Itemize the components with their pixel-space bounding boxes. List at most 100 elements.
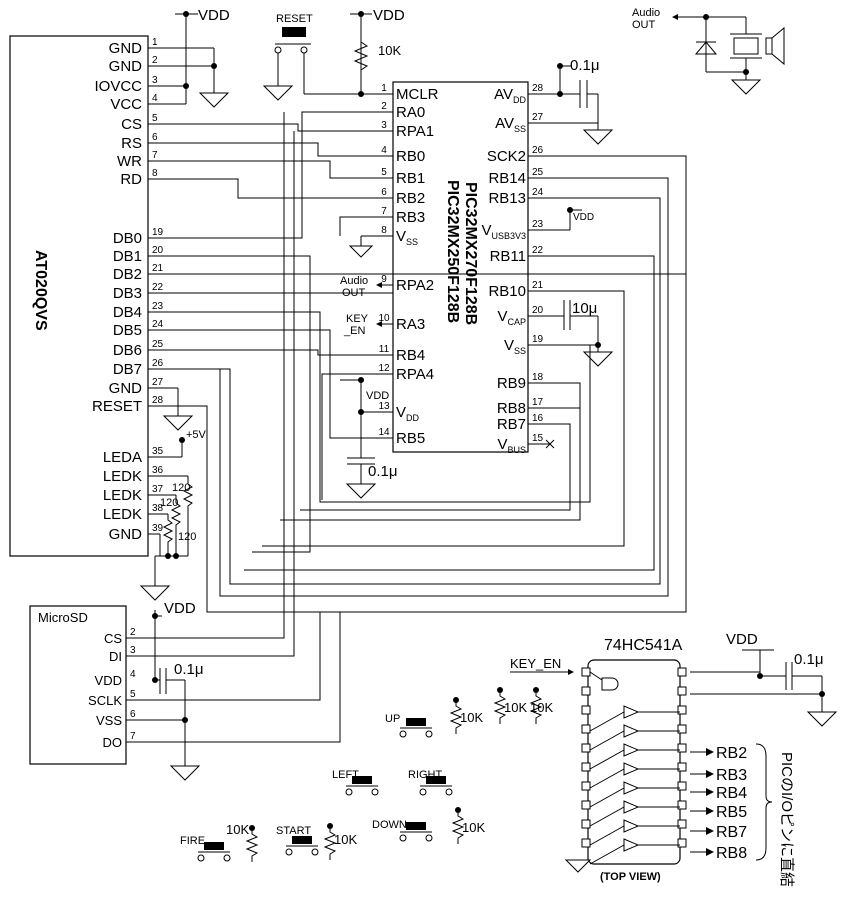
lcd-pin-number: 5 bbox=[152, 113, 158, 124]
pic-pin-number: 10 bbox=[378, 313, 390, 324]
lcd-pin-number: 21 bbox=[152, 263, 164, 274]
audio-out-l1: Audio bbox=[340, 275, 368, 287]
lcd-pin-vcc: VCC bbox=[110, 96, 142, 113]
lcd-pin-gnd: GND bbox=[109, 58, 143, 75]
pic-body bbox=[392, 81, 529, 453]
key-en-l2: _EN bbox=[343, 325, 365, 337]
sd-pin-number: 4 bbox=[130, 669, 136, 680]
pic-pin-number: 28 bbox=[532, 83, 544, 94]
sd-cap-label: 0.1μ bbox=[174, 661, 204, 678]
buffer-output-rb5: RB5 bbox=[716, 804, 747, 821]
lcd-pin-rd: RD bbox=[120, 171, 142, 188]
lcd-pin-ledk: LEDK bbox=[103, 468, 142, 485]
pic-mcu: PIC32MX250F128B PIC32MX270F128B MCLR1RA0… bbox=[262, 7, 614, 499]
key-en-l1: KEY bbox=[346, 313, 369, 325]
lcd-pin-number: 37 bbox=[152, 484, 164, 495]
lcd-pin-db1: DB1 bbox=[113, 248, 142, 265]
sd-pin-di: DI bbox=[109, 649, 122, 664]
res-120-a: 120 bbox=[172, 482, 190, 494]
pic-pin-number: 19 bbox=[532, 334, 544, 345]
sd-pin-vdd: VDD bbox=[95, 673, 122, 688]
lcd-pin-number: 39 bbox=[152, 523, 164, 534]
res-120-b: 120 bbox=[160, 497, 178, 509]
lcd-pin-number: 24 bbox=[152, 319, 164, 330]
pic-pin-number: 12 bbox=[378, 363, 390, 374]
lcd-body bbox=[9, 35, 149, 557]
pic-pin-rb5: RB5 bbox=[396, 430, 425, 447]
res-fire: 10K bbox=[226, 822, 249, 837]
pic-pin-rb13: RB13 bbox=[488, 190, 526, 207]
res-down: 10K bbox=[462, 820, 485, 835]
pic-pin-ra3: RA3 bbox=[396, 316, 425, 333]
microsd-name: MicroSD bbox=[38, 610, 88, 625]
pic-pin-number: 15 bbox=[532, 433, 544, 444]
pic-pin-vcap: VCAP bbox=[497, 308, 526, 327]
buffer-output-rb8: RB8 bbox=[716, 845, 747, 862]
sd-pin-sclk: SCLK bbox=[88, 693, 122, 708]
pic-pin-rb14: RB14 bbox=[488, 170, 526, 187]
pic-pin-number: 25 bbox=[532, 167, 544, 178]
pic-pin-number: 26 bbox=[532, 145, 544, 156]
audio-label-1: Audio bbox=[632, 7, 660, 19]
pic-pin-number: 5 bbox=[381, 167, 387, 178]
lcd-pin-number: 7 bbox=[152, 150, 158, 161]
pic-pin-vdd: VDD bbox=[396, 404, 420, 423]
pic-pin-number: 6 bbox=[381, 187, 387, 198]
vcap-cap-label: 10μ bbox=[572, 300, 597, 317]
pic-vdd13-label: VDD bbox=[366, 390, 389, 402]
pic-pin-number: 21 bbox=[532, 280, 544, 291]
buf-vdd-label: VDD bbox=[726, 631, 758, 648]
button-panel: UP LEFT RIGHT DOWN FIRE START 10K 10K 10… bbox=[180, 687, 553, 862]
pic-pin-number: 9 bbox=[381, 274, 387, 285]
pic-pin-mclr: MCLR bbox=[396, 86, 439, 103]
pic-pin-rb4: RB4 bbox=[396, 347, 425, 364]
pic-pin-rb10: RB10 bbox=[488, 283, 526, 300]
pic-pin-vusb3v3: VUSB3V3 bbox=[481, 222, 526, 241]
lcd-pin-db0: DB0 bbox=[113, 230, 142, 247]
sd-vdd-label: VDD bbox=[164, 600, 196, 617]
buffer-name: 74HC541A bbox=[604, 637, 683, 654]
pic-pin-number: 4 bbox=[381, 145, 387, 156]
pic-pin-number: 7 bbox=[381, 206, 387, 217]
res-start: 10K bbox=[334, 832, 357, 847]
pic-pin-number: 20 bbox=[532, 305, 544, 316]
lcd-pin-leda: LEDA bbox=[103, 449, 142, 466]
pic-pin-number: 18 bbox=[532, 372, 544, 383]
pic-pin-rpa2: RPA2 bbox=[396, 277, 434, 294]
avdd-cap-label: 0.1μ bbox=[570, 57, 600, 74]
lcd-pin-db4: DB4 bbox=[113, 304, 142, 321]
buffer-top-view: (TOP VIEW) bbox=[600, 871, 661, 883]
btn-start-label: START bbox=[276, 825, 311, 837]
pic-pin-rpa4: RPA4 bbox=[396, 366, 434, 383]
pic-pin-number: 16 bbox=[532, 413, 544, 424]
lcd-pin-iovcc: IOVCC bbox=[94, 78, 142, 95]
pic-pin-avss: AVSS bbox=[495, 115, 526, 134]
pic-pin-number: 23 bbox=[532, 219, 544, 230]
pic-pin-number: 3 bbox=[381, 120, 387, 131]
btn-down-label: DOWN bbox=[372, 819, 407, 831]
pic-pin-rb9: RB9 bbox=[497, 375, 526, 392]
lcd-pin-number: 19 bbox=[152, 227, 164, 238]
pic-pin-rb3: RB3 bbox=[396, 209, 425, 226]
pic-pin-vss: VSS bbox=[504, 337, 526, 356]
buffer-enable-label: KEY_EN bbox=[510, 656, 561, 671]
lcd-pin-number: 26 bbox=[152, 358, 164, 369]
lcd-pin-number: 4 bbox=[152, 93, 158, 104]
pic-pin-number: 8 bbox=[381, 225, 387, 236]
reset-switch-label: RESET bbox=[276, 13, 313, 25]
sd-pin-number: 2 bbox=[130, 627, 136, 638]
lcd-pin-ledk: LEDK bbox=[103, 506, 142, 523]
buffer-output-rb3: RB3 bbox=[716, 767, 747, 784]
pic-pin-rb1: RB1 bbox=[396, 170, 425, 187]
sd-pin-do: DO bbox=[103, 735, 123, 750]
vusb-vdd-label: VDD bbox=[573, 212, 594, 223]
res-120-c: 120 bbox=[178, 531, 196, 543]
sd-pin-cs: CS bbox=[104, 631, 122, 646]
lcd-pin-gnd: GND bbox=[109, 526, 143, 543]
pic-pin-number: 27 bbox=[532, 112, 544, 123]
lcd-pin-db6: DB6 bbox=[113, 342, 142, 359]
lcd-pin-cs: CS bbox=[121, 116, 142, 133]
pic-pin-rb7: RB7 bbox=[497, 416, 526, 433]
